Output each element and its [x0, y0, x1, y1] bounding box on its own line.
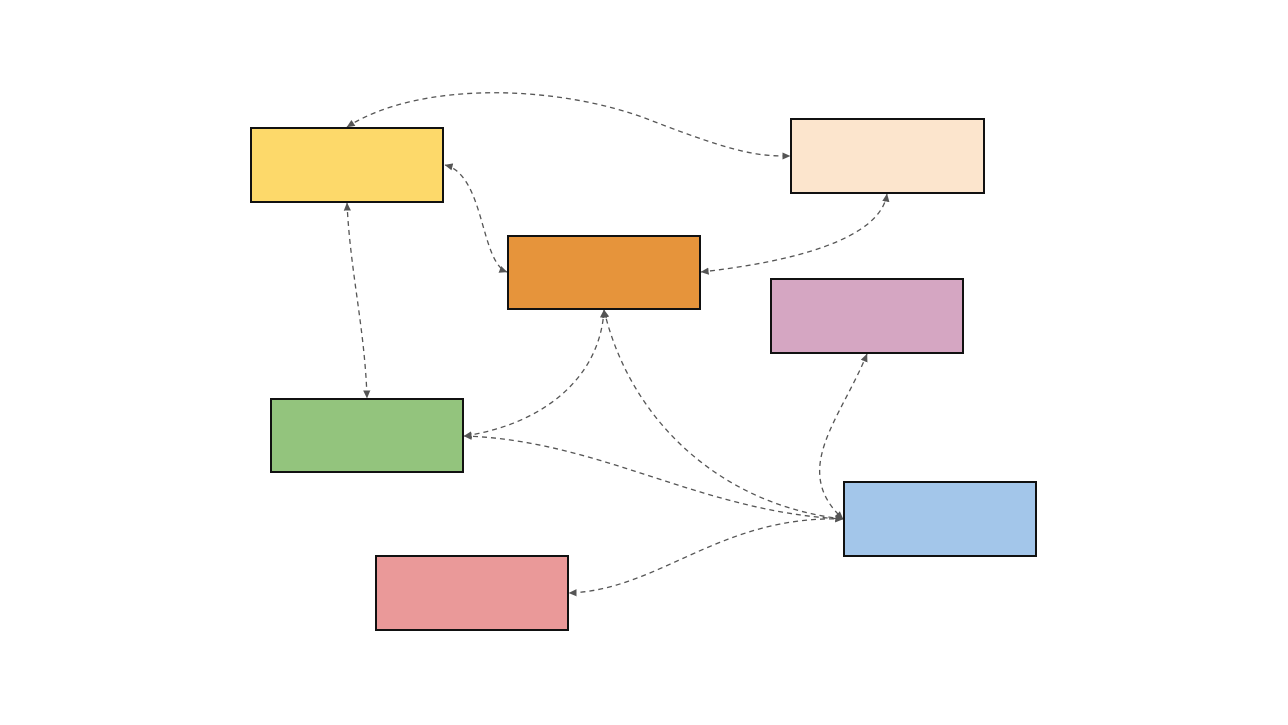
edge-orange-peach [700, 193, 890, 275]
node-pink-box[interactable] [770, 278, 964, 354]
node-layer [250, 118, 1037, 631]
node-peach[interactable] [790, 118, 985, 194]
edge-yellow-orange [444, 163, 508, 273]
edge-green-blue [463, 432, 844, 523]
node-red[interactable] [375, 555, 569, 631]
node-green-box[interactable] [270, 398, 464, 473]
node-orange[interactable] [507, 235, 701, 310]
edge-orange-green [463, 309, 608, 439]
node-yellow-box[interactable] [250, 127, 444, 203]
edge-layer [343, 92, 890, 597]
edge-yellow-green [343, 202, 371, 399]
node-red-box[interactable] [375, 555, 569, 631]
node-green[interactable] [270, 398, 464, 473]
node-pink[interactable] [770, 278, 964, 354]
node-peach-box[interactable] [790, 118, 985, 194]
edge-blue-red [568, 515, 844, 597]
edge-yellow-peach [346, 92, 791, 160]
node-blue-box[interactable] [843, 481, 1037, 557]
node-yellow[interactable] [250, 127, 444, 203]
node-orange-box[interactable] [507, 235, 701, 310]
node-blue[interactable] [843, 481, 1037, 557]
